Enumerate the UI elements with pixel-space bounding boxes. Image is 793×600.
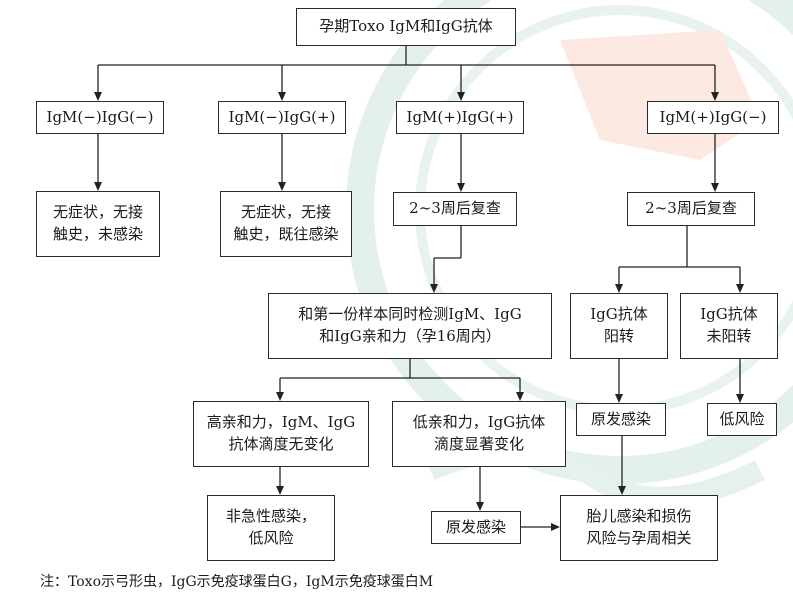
node-label-line2: 阳转 <box>603 327 634 345</box>
node-past-infection: 无症状，无接 触史，既往感染 <box>220 191 352 257</box>
node-non-acute-infection: 非急性感染， 低风险 <box>207 495 335 561</box>
node-label-line2: 风险与孕周相关 <box>586 529 692 547</box>
node-high-avidity: 高亲和力，IgM、IgG 抗体滴度无变化 <box>193 401 369 467</box>
arrowhead <box>476 502 484 511</box>
arrowhead <box>276 392 284 401</box>
arrowhead <box>457 92 465 101</box>
node-label-line1: IgG抗体 <box>700 305 758 324</box>
node-igm-neg-igg-pos: IgM(−)IgG(+) <box>218 101 346 134</box>
node-label: IgM(+)IgG(−) <box>659 107 767 126</box>
node-label-line2: 抗体滴度无变化 <box>228 435 334 453</box>
arrowhead <box>551 523 560 531</box>
node-igg-no-seroconversion: IgG抗体 未阳转 <box>680 293 778 359</box>
node-label: 原发感染 <box>590 409 651 428</box>
node-label-line1: 无症状，无接 <box>240 203 331 222</box>
node-primary-infection-left: 原发感染 <box>431 511 521 544</box>
node-label-line2: 触史，既往感染 <box>233 225 339 243</box>
arrowhead <box>278 92 286 101</box>
node-primary-infection-right: 原发感染 <box>576 403 666 436</box>
node-fetal-risk: 胎儿感染和损伤 风险与孕周相关 <box>560 495 718 561</box>
node-label-line1: 低亲和力，IgG抗体 <box>412 413 546 432</box>
arrowhead <box>278 182 286 191</box>
node-label-line1: 和第一份样本同时检测IgM、IgG <box>298 305 522 324</box>
node-igg-seroconversion: IgG抗体 阳转 <box>570 293 668 359</box>
node-low-risk: 低风险 <box>707 403 777 436</box>
arrowhead <box>736 284 744 293</box>
node-label-line1: IgG抗体 <box>590 305 648 324</box>
arrowhead <box>711 92 719 101</box>
node-label-line2: 低风险 <box>248 529 294 547</box>
node-label-line2: 未阳转 <box>706 327 752 345</box>
arrowhead <box>516 392 524 401</box>
node-label: 2~3周后复查 <box>645 199 737 218</box>
node-igm-neg-igg-neg: IgM(−)IgG(−) <box>36 101 164 134</box>
arrowhead <box>615 284 623 293</box>
node-label-line2: 触史，未感染 <box>52 225 143 243</box>
node-igm-pos-igg-neg: IgM(+)IgG(−) <box>647 101 779 134</box>
arrowhead <box>711 183 719 192</box>
arrowhead <box>618 486 626 495</box>
arrowhead <box>430 284 438 293</box>
node-igm-pos-igg-pos: IgM(+)IgG(+) <box>396 101 524 134</box>
node-label: 原发感染 <box>445 517 506 536</box>
arrowhead <box>615 394 623 403</box>
node-label-line2: 滴度显著变化 <box>433 435 524 453</box>
node-label-line1: 高亲和力，IgM、IgG <box>206 413 356 432</box>
arrowhead <box>94 182 102 191</box>
node-avidity-test: 和第一份样本同时检测IgM、IgG 和IgG亲和力（孕16周内） <box>268 293 552 359</box>
footnote: 注：Toxo示弓形虫，IgG示免疫球蛋白G，IgM示免疫球蛋白M <box>40 574 434 590</box>
node-label: 2~3周后复查 <box>409 199 501 218</box>
node-label: IgM(−)IgG(−) <box>46 107 154 126</box>
node-label-line2: 和IgG亲和力（孕16周内） <box>319 327 501 345</box>
arrowhead <box>94 92 102 101</box>
node-label-line1: 非急性感染， <box>225 507 316 526</box>
node-label: IgM(+)IgG(+) <box>406 107 514 126</box>
node-low-avidity: 低亲和力，IgG抗体 滴度显著变化 <box>392 401 566 467</box>
root-node: 孕期Toxo IgM和IgG抗体 <box>296 8 516 46</box>
node-label: IgM(−)IgG(+) <box>228 107 336 126</box>
node-label: 低风险 <box>719 409 765 428</box>
arrowhead <box>736 394 744 403</box>
root-label: 孕期Toxo IgM和IgG抗体 <box>319 17 493 36</box>
node-label-line1: 无症状，无接 <box>52 203 143 222</box>
arrowhead <box>276 486 284 495</box>
node-label-line1: 胎儿感染和损伤 <box>586 507 692 526</box>
node-recheck-right: 2~3周后复查 <box>627 192 755 226</box>
node-not-infected: 无症状，无接 触史，未感染 <box>36 191 160 257</box>
arrowhead <box>457 183 465 192</box>
node-recheck-left: 2~3周后复查 <box>393 192 517 226</box>
